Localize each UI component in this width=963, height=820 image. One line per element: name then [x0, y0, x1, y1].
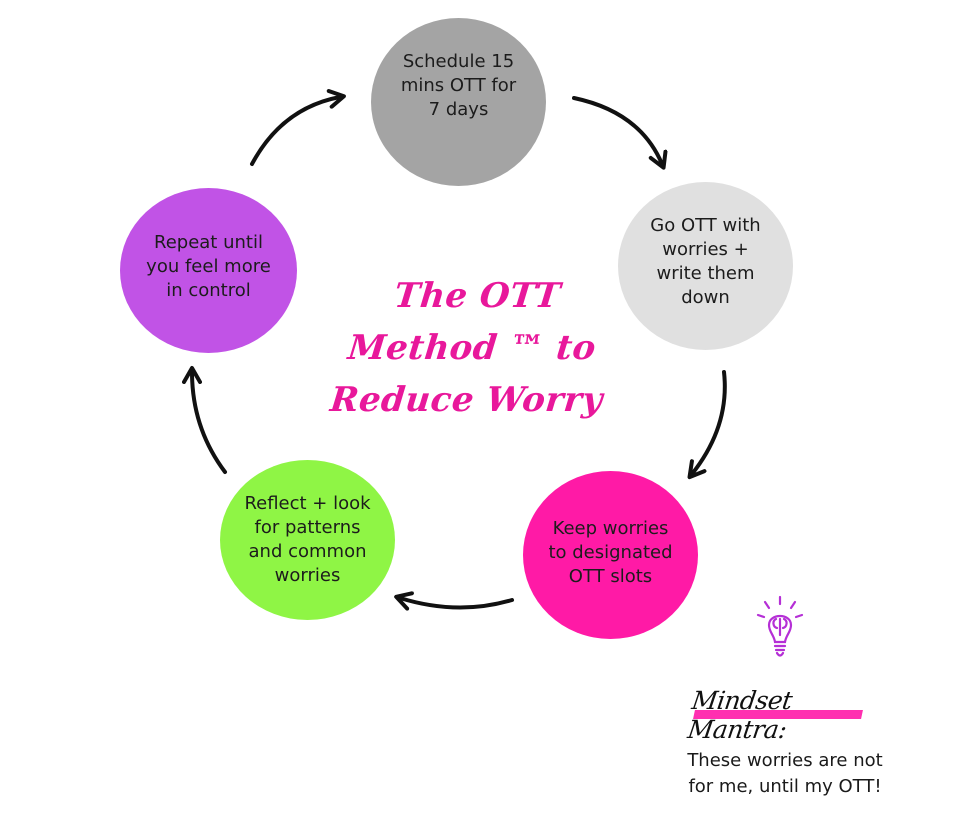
arrow-goott-to-keep [687, 370, 727, 480]
title-line-1: The OTT [392, 276, 563, 316]
diagram-title: The OTT Method ™ to Reduce Worry [324, 270, 620, 426]
mantra-label-text: Mindset Mantra: [685, 686, 794, 744]
step-reflect-circle: Reflect + look for patterns and common w… [220, 460, 395, 620]
step-schedule-text: Schedule 15 mins OTT for 7 days [400, 51, 517, 120]
step-repeat-text: Repeat until you feel more in control [146, 231, 271, 301]
arrow-reflect-to-repeat [182, 366, 227, 474]
step-keep-worries-text: Keep worries to designated OTT slots [548, 518, 673, 587]
step-reflect-text: Reflect + look for patterns and common w… [244, 493, 371, 586]
mantra-label: Mindset Mantra: [686, 686, 880, 744]
step-go-ott-text: Go OTT with worries + write them down [650, 215, 761, 308]
arrow-repeat-to-schedule [250, 89, 346, 166]
mantra-text: These worries are not for me, until my O… [687, 750, 883, 797]
step-go-ott-circle: Go OTT with worries + write them down [618, 182, 793, 350]
title-line-2: Method ™ to [346, 328, 598, 368]
step-schedule-circle: Schedule 15 mins OTT for 7 days [371, 18, 546, 186]
step-keep-worries-circle: Keep worries to designated OTT slots [523, 471, 698, 639]
lightbulb-brain-icon [756, 595, 804, 657]
arrow-keep-to-reflect [394, 591, 514, 611]
arrow-schedule-to-goott [572, 96, 668, 170]
title-line-3: Reduce Worry [328, 380, 605, 420]
step-repeat-circle: Repeat until you feel more in control [120, 188, 297, 353]
